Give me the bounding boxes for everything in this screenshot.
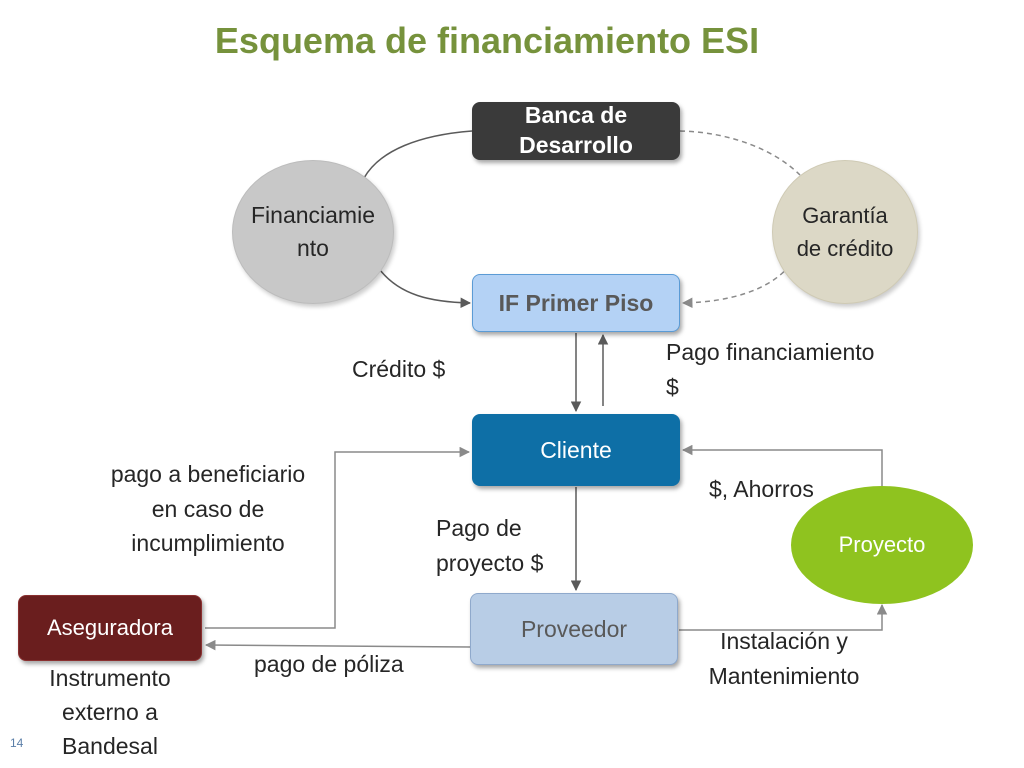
node-aseguradora-label: Aseguradora — [47, 615, 173, 640]
slide-number: 14 — [10, 736, 24, 750]
node-proyecto: Proyecto — [791, 486, 973, 604]
page-title: Esquema de financiamiento ESI — [0, 20, 1024, 62]
node-proveedor: Proveedor — [470, 593, 678, 665]
node-banca-label: Banca de Desarrollo — [519, 102, 633, 158]
arc-banca-to-garantia — [679, 130, 801, 176]
page-title-text: Esquema de financiamiento ESI — [214, 20, 760, 61]
node-banca-de-desarrollo: Banca de Desarrollo — [472, 102, 680, 160]
node-financiamiento-label: Financiamie nto — [251, 201, 375, 261]
label-pago-de-proyecto: Pago de proyecto $ — [436, 515, 544, 576]
arc-banca-to-financiamiento — [363, 130, 473, 179]
arrow-proveedor-to-proyecto — [679, 603, 888, 631]
node-financiamiento: Financiamie nto — [232, 160, 394, 304]
node-cliente: Cliente — [472, 414, 680, 486]
label-ahorros: $, Ahorros — [709, 476, 814, 502]
arrow-proveedor-to-aseguradora — [204, 639, 471, 651]
arrow-aseguradora-to-cliente — [205, 446, 471, 629]
node-garantia-de-credito: Garantía de crédito — [772, 160, 918, 304]
node-if-primer-piso: IF Primer Piso — [472, 274, 680, 332]
node-garantia-label: Garantía de crédito — [796, 203, 894, 261]
arrow-proyecto-to-cliente — [681, 444, 883, 486]
label-instalacion-mantenimiento: Instalación y Mantenimiento — [708, 628, 860, 689]
arc-financiamiento-to-ifpp — [379, 269, 472, 309]
node-proveedor-label: Proveedor — [520, 615, 628, 642]
label-pago-financiamiento: Pago financiamiento $ — [666, 339, 875, 400]
node-aseguradora: Aseguradora — [18, 595, 202, 661]
label-credito: Crédito $ — [352, 356, 446, 382]
label-pago-beneficiario: pago a beneficiario en caso de incumplim… — [110, 461, 306, 556]
node-cliente-label: Cliente — [540, 436, 612, 463]
label-instrumento-externo: Instrumento externo a Bandesal — [49, 665, 171, 760]
arc-garantia-to-ifpp — [681, 264, 791, 309]
label-pago-de-poliza: pago de póliza — [254, 651, 404, 677]
node-if-primer-piso-label: IF Primer Piso — [498, 289, 654, 316]
node-proyecto-label: Proyecto — [838, 532, 926, 557]
